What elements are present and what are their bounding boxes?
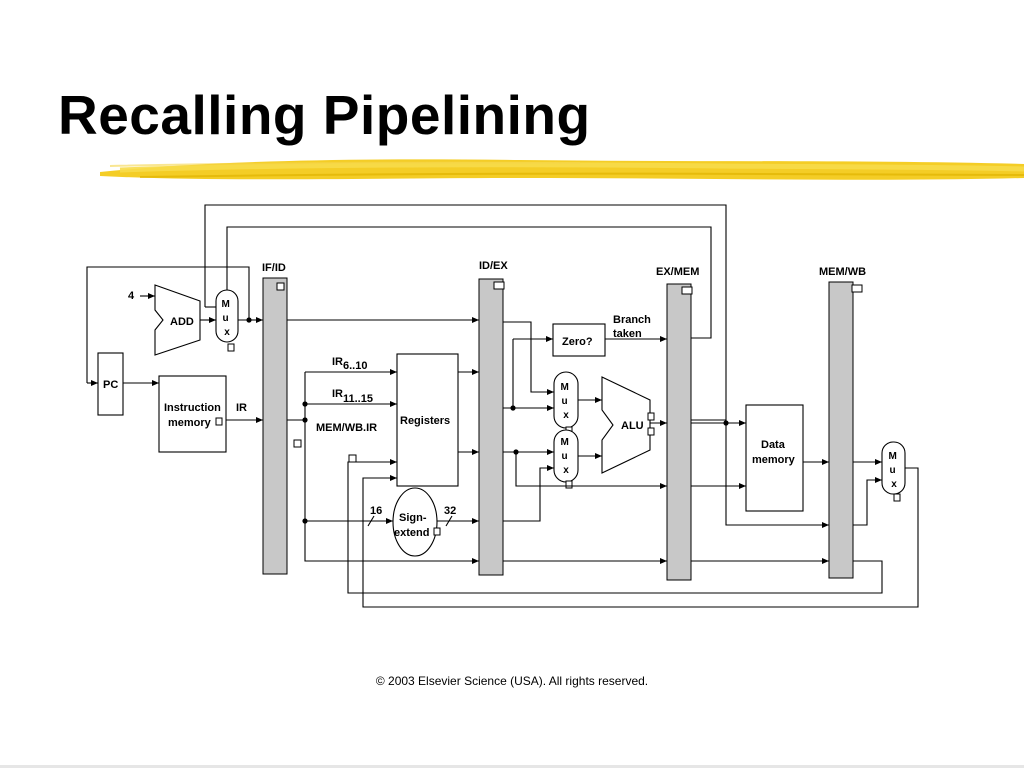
pc-label: PC bbox=[103, 379, 118, 391]
instruction-memory-box bbox=[158, 375, 227, 453]
ir-label: IR bbox=[236, 402, 247, 414]
mem-wb-latch bbox=[828, 281, 854, 579]
pc-box bbox=[97, 352, 124, 416]
highlighter-stroke bbox=[100, 159, 1024, 180]
id-ex-latch bbox=[478, 278, 504, 576]
zero-test-label: Zero? bbox=[562, 336, 593, 348]
slide-title: Recalling Pipelining bbox=[58, 84, 591, 146]
copyright-notice: © 2003 Elsevier Science (USA). All right… bbox=[375, 674, 649, 688]
data-memory-label: Data memory bbox=[752, 439, 796, 466]
registers-label: Registers bbox=[400, 415, 450, 427]
if-id-label: IF/ID bbox=[262, 262, 286, 274]
constant-four: 4 bbox=[128, 290, 135, 302]
sign-extend-unit bbox=[392, 487, 438, 557]
pc-mux-label: M u x bbox=[221, 299, 232, 338]
mem-wb-label: MEM/WB bbox=[819, 266, 866, 278]
ex-mem-label: EX/MEM bbox=[656, 266, 699, 278]
ir-6-10-label: IR6..10 bbox=[332, 356, 367, 372]
mem-wb-ir-label: MEM/WB.IR bbox=[316, 422, 377, 434]
alu-upper-mux-label: M u x bbox=[560, 382, 571, 421]
writeback-mux-label: M u x bbox=[888, 451, 899, 490]
ir-11-15-label: IR11..15 bbox=[332, 388, 373, 405]
branch-taken-label: Branch taken bbox=[613, 314, 654, 340]
zero-test-box bbox=[552, 323, 606, 357]
sign-extend-label: Sign- extend bbox=[394, 512, 430, 539]
ex-mem-latch bbox=[666, 283, 692, 581]
alu-lower-mux-label: M u x bbox=[560, 437, 571, 476]
bottom-rule bbox=[0, 765, 1024, 768]
junction-dots bbox=[246, 317, 729, 524]
id-ex-label: ID/EX bbox=[479, 260, 508, 272]
pipeline-datapath-diagram: IF/ID ID/EX EX/MEM MEM/WB PC Instruction… bbox=[86, 204, 919, 608]
if-id-latch bbox=[262, 277, 288, 575]
registers-box bbox=[396, 353, 459, 487]
datapath-wires bbox=[86, 204, 919, 608]
instruction-memory-label: Instruction memory bbox=[164, 402, 224, 429]
width-16-label: 16 bbox=[370, 505, 382, 517]
alu-label: ALU bbox=[621, 420, 644, 432]
data-memory-box bbox=[745, 404, 804, 512]
width-32-label: 32 bbox=[444, 505, 456, 517]
add-unit bbox=[154, 284, 201, 356]
add-label: ADD bbox=[170, 316, 194, 328]
arrowheads bbox=[91, 293, 882, 564]
